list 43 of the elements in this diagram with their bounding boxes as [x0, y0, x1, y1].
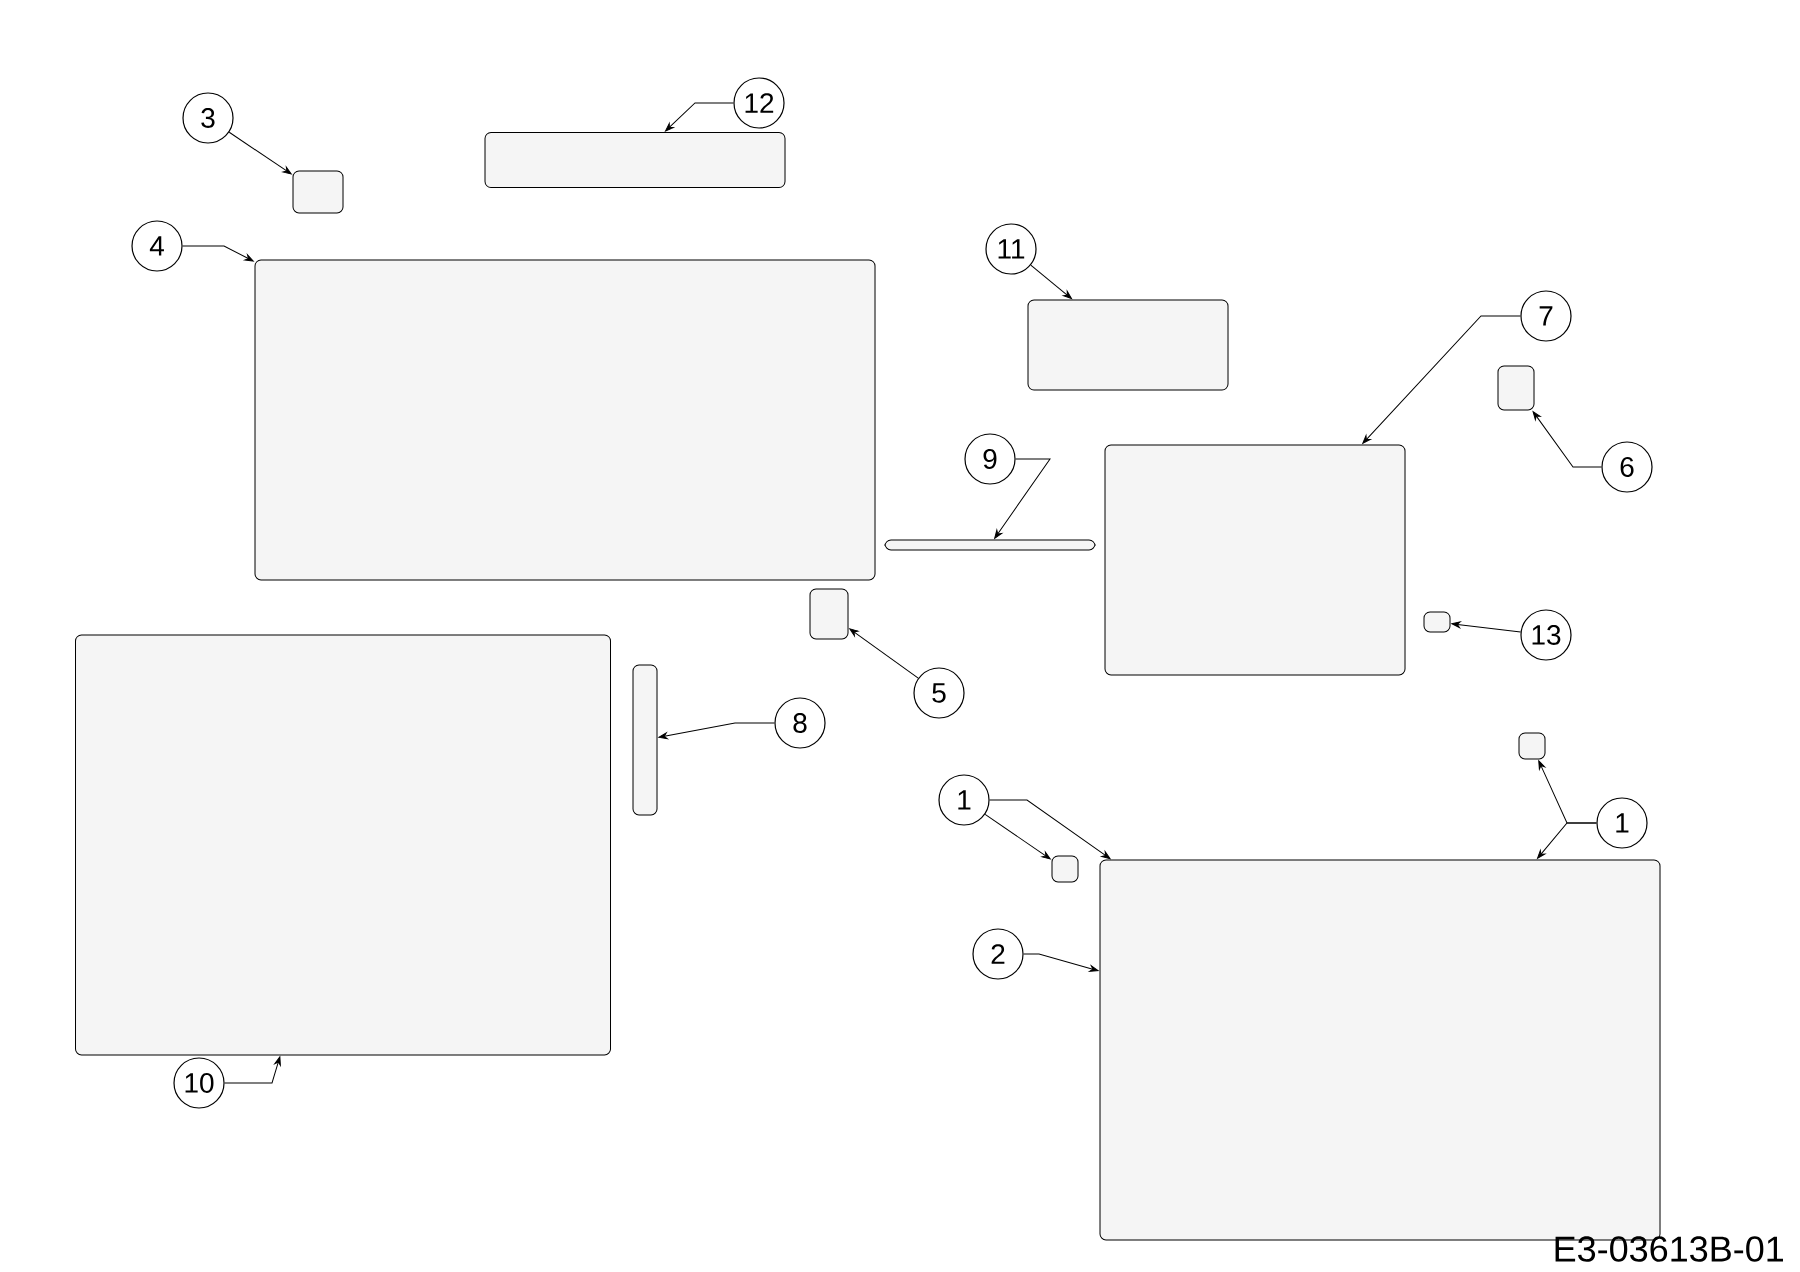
- callout-number: 11: [985, 223, 1037, 275]
- part-outline: [809, 588, 849, 640]
- leader-line: [224, 1056, 281, 1084]
- leader-line: [665, 102, 734, 132]
- part-outline: [254, 259, 876, 581]
- part-outline: [75, 634, 611, 1056]
- part-outline: [1497, 365, 1535, 411]
- callout-number: 7: [1520, 290, 1572, 342]
- part-outline: [1027, 299, 1229, 391]
- leader-line: [1537, 822, 1597, 859]
- callout-number: 13: [1520, 609, 1572, 661]
- part-outline: [1104, 444, 1406, 676]
- leader-line: [1362, 315, 1521, 444]
- leader-line: [994, 458, 1051, 539]
- leader-line: [1532, 411, 1602, 468]
- leader-line: [1030, 264, 1072, 300]
- part-outline: [1423, 611, 1451, 633]
- callout-number: 6: [1601, 441, 1653, 493]
- part-outline: [632, 664, 658, 816]
- callout-number: 8: [774, 697, 826, 749]
- callout-number: 12: [733, 77, 785, 129]
- part-outline: [484, 132, 786, 188]
- part-outline: [884, 539, 1096, 551]
- part-outline: [1518, 732, 1546, 760]
- part-outline: [292, 170, 344, 214]
- callout-number: 9: [964, 433, 1016, 485]
- leader-line: [984, 813, 1051, 860]
- drawing-number: E3-03613B-01: [1555, 1236, 1783, 1262]
- callout-number: 10: [173, 1057, 225, 1109]
- leader-line: [1023, 953, 1099, 972]
- callout-number: 1: [1596, 797, 1648, 849]
- callout-number: 5: [913, 667, 965, 719]
- leader-line: [228, 131, 292, 175]
- callout-number: 3: [182, 92, 234, 144]
- callout-number: 1: [938, 774, 990, 826]
- leader-line: [1451, 621, 1522, 633]
- leader-line: [989, 799, 1111, 860]
- part-outline: [1051, 855, 1079, 883]
- leader-line: [182, 245, 254, 262]
- leader-line: [658, 722, 775, 740]
- leader-line: [849, 628, 919, 679]
- callout-number: 4: [131, 220, 183, 272]
- callout-number: 2: [972, 928, 1024, 980]
